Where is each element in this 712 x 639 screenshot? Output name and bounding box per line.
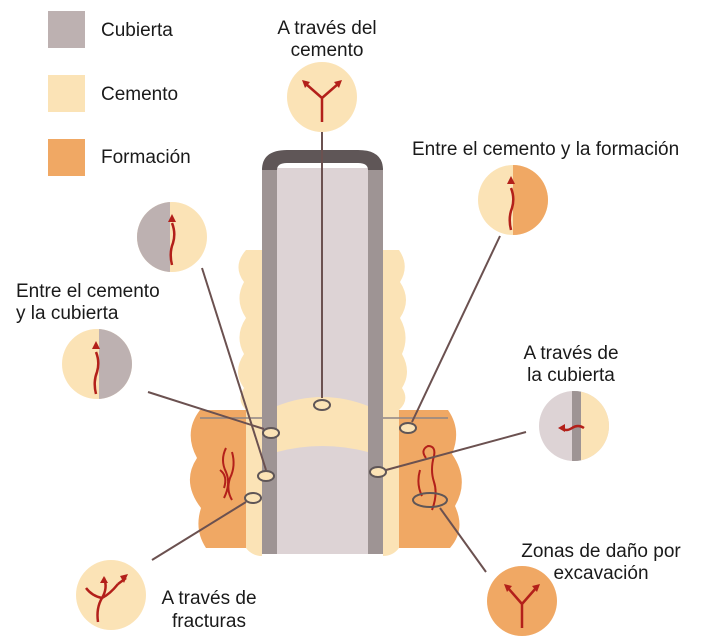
marker-cement-formation (399, 422, 417, 434)
legend-swatch-cement (48, 75, 85, 112)
inset-through-fractures (76, 560, 146, 630)
pointer-top-inset (201, 267, 267, 471)
pointer-through-casing (385, 431, 527, 471)
callout-labels: A través del cemento Entre el cemento y … (16, 18, 681, 632)
formation-right (398, 410, 462, 548)
pointer-lines (147, 132, 527, 573)
legend-label-formation: Formación (101, 147, 191, 168)
damage-zone-ring (412, 492, 448, 508)
inset-casing-cement-upper (137, 202, 207, 272)
pointer-fractures (151, 501, 247, 561)
legend-swatch-formation (48, 139, 85, 176)
marker-through-casing (369, 466, 387, 478)
casing-right-wall (368, 168, 383, 554)
label-through-casing-1: A través de (523, 343, 618, 364)
label-through-cement-1: A través del (277, 18, 376, 39)
legend: Cubierta Cemento Formación (48, 11, 191, 176)
inset-cement-formation (478, 165, 548, 235)
marker-through-cement (313, 399, 331, 411)
legend-label-casing: Cubierta (101, 20, 173, 41)
pointer-damage-zones (439, 507, 487, 573)
marker-cement-casing (262, 427, 280, 439)
leak-markers (244, 399, 417, 504)
pointer-cement-formation (411, 235, 501, 423)
casing-left-wall (262, 168, 277, 554)
label-cement-casing-1: Entre el cemento (16, 281, 160, 302)
label-through-fractures-1: A través de (161, 588, 256, 609)
label-cement-formation: Entre el cemento y la formación (412, 139, 679, 160)
label-through-cement-2: cemento (291, 40, 364, 61)
inset-through-cement (287, 62, 357, 132)
pointer-cement-casing (147, 391, 265, 430)
inset-damage-zones (487, 566, 557, 636)
well-cross-section (189, 150, 462, 556)
label-cement-casing-2: y la cubierta (16, 303, 119, 324)
inset-through-casing (539, 391, 609, 461)
inset-cement-casing (62, 329, 132, 399)
marker-fractures (244, 492, 262, 504)
label-damage-zones-2: excavación (553, 563, 648, 584)
legend-swatch-casing (48, 11, 85, 48)
cement-plug (277, 397, 368, 452)
formation-left (189, 410, 246, 548)
label-through-fractures-2: fracturas (172, 611, 246, 632)
fracture-left (219, 447, 235, 501)
label-through-casing-2: la cubierta (527, 365, 615, 386)
marker-casing-left (257, 470, 275, 482)
legend-label-cement: Cemento (101, 84, 178, 105)
label-damage-zones-1: Zonas de daño por (521, 541, 681, 562)
